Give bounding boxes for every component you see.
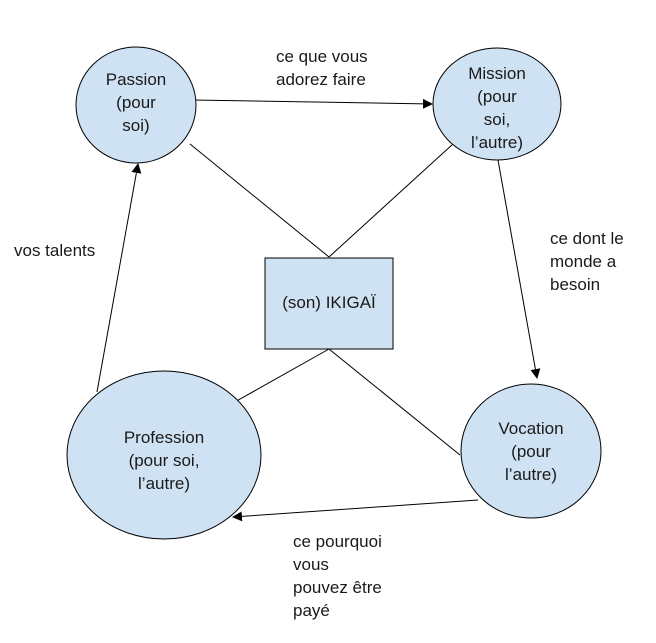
edge-label-vocation-profession-line-2: vous [293,555,329,574]
node-mission-line-2: (pour [477,87,517,106]
node-profession-shape [66,370,262,540]
node-ikigai-line-1: (son) IKIGAÏ [282,293,376,312]
node-passion-label: Passion (pour soi) [76,68,196,137]
edge-label-vocation-profession-line-3: pouvez être [293,578,382,597]
node-profession-line-3: l’autre) [138,474,190,493]
node-vocation-line-3: l’autre) [505,465,557,484]
node-passion-line-1: Passion [105,70,167,89]
arrow-passion-to-mission [191,98,433,109]
node-mission-line-4: l’autre) [471,133,523,152]
edge-label-vocation-profession: ce pourquoi vous pouvez être payé [293,530,382,622]
node-vocation-line-2: (pour [511,442,551,461]
node-mission-shape [432,47,562,161]
node-ikigai-label: (son) IKIGAÏ [265,291,393,314]
node-passion-line-2: (pour [116,93,156,112]
node-profession-line-2: (pour soi, [128,451,200,470]
node-mission-line-1: Mission [468,64,526,83]
node-vocation-label: Vocation (pour l’autre) [471,417,591,486]
arrow-profession-to-passion [96,163,142,393]
edge-label-vocation-profession-line-1: ce pourquoi [293,532,382,551]
connector-mission-ikigai [328,143,454,258]
edge-label-mission-vocation-line-2: monde a [550,252,617,271]
node-passion-line-3: soi) [122,116,150,135]
edge-label-profession-passion: vos talents [14,239,95,262]
node-vocation-shape [460,383,602,519]
node-mission-label: Mission (pour soi, l’autre) [437,62,557,154]
arrow-vocation-to-profession [232,499,479,522]
connector-vocation-ikigai [328,348,461,456]
edge-label-mission-vocation-line-3: besoin [550,275,601,294]
node-profession-label: Profession (pour soi, l’autre) [94,426,234,495]
node-profession-line-1: Profession [123,428,205,447]
edge-label-vocation-profession-line-4: payé [293,601,330,620]
arrow-mission-to-vocation [497,159,541,379]
edge-label-passion-mission: ce que vous adorez faire [276,45,368,91]
edge-label-mission-vocation-line-1: ce dont le [550,229,624,248]
node-vocation-line-1: Vocation [498,419,564,438]
connector-profession-ikigai [232,348,330,404]
node-mission-line-3: soi, [483,110,511,129]
node-passion-shape [75,46,197,164]
node-ikigai-shape [264,257,394,350]
edge-label-profession-passion-line-1: vos talents [14,241,96,260]
edge-label-passion-mission-line-2: adorez faire [276,70,366,89]
connector-passion-ikigai [189,143,330,258]
edge-label-passion-mission-line-1: ce que vous [276,47,368,66]
edge-label-mission-vocation: ce dont le monde a besoin [550,227,624,296]
